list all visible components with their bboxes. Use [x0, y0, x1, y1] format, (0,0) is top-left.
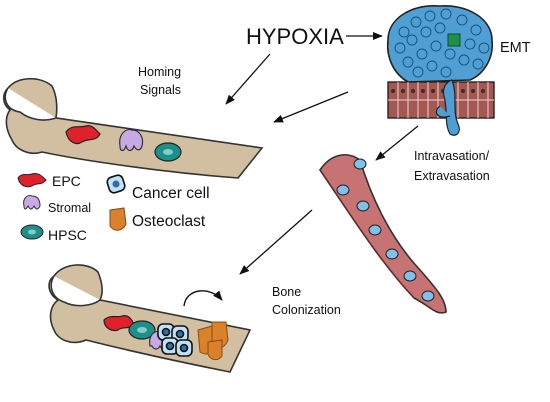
legend-label-cancer-cell: Cancer cell	[132, 185, 210, 202]
legend-item-stromal: Stromal	[23, 195, 91, 215]
stromal-icon	[23, 195, 41, 210]
legend-item-hpsc: HPSC	[20, 224, 87, 243]
bone-colonization-label-line1: Bone	[272, 285, 301, 299]
cancer-cell-cluster	[157, 323, 193, 357]
intravasation-label-line1: Intravasation/	[414, 149, 490, 163]
osteoclast-cells	[197, 321, 229, 361]
arrow-vessel-to-bone	[239, 209, 313, 275]
primary-tumor	[386, 5, 495, 136]
legend-item-osteoclast: Osteoclast	[109, 207, 206, 231]
homing-label-line1: Homing	[138, 65, 181, 79]
epc-cell-upper	[65, 125, 101, 145]
hpsc-cell-lower	[128, 320, 156, 340]
curved-arrow-icon	[183, 290, 223, 307]
emt-label: EMT	[500, 40, 531, 56]
hpsc-cell-upper	[154, 142, 182, 162]
lower-bone	[48, 264, 252, 373]
legend-label-osteoclast: Osteoclast	[132, 213, 206, 230]
legend-label-hpsc: HPSC	[48, 227, 87, 243]
legend-item-epc: EPC	[17, 173, 81, 189]
blood-vessel	[319, 154, 447, 314]
stromal-cell-upper	[119, 129, 144, 152]
arrow-hypoxia-to-bone	[225, 53, 271, 105]
arrow-tumor-to-bone	[273, 91, 349, 123]
bone-colonization-label-line2: Colonization	[272, 303, 341, 317]
hypoxia-label: HYPOXIA	[246, 24, 344, 49]
arrow-tumor-to-vessel	[375, 125, 419, 161]
legend-label-epc: EPC	[52, 173, 81, 189]
intravasation-label-line2: Extravasation	[414, 169, 490, 183]
circulating-cancer-cells	[336, 158, 435, 302]
epc-icon	[17, 173, 47, 188]
upper-bone	[2, 77, 264, 179]
homing-label-line2: Signals	[140, 83, 181, 97]
legend-label-stromal: Stromal	[48, 201, 91, 215]
flow-arrows	[225, 32, 419, 275]
legend-item-cancer-cell: Cancer cell	[106, 174, 210, 202]
osteoclast-icon	[109, 207, 127, 231]
legend: EPC Stromal HPSC Cancer cell Osteoclast	[17, 173, 210, 243]
